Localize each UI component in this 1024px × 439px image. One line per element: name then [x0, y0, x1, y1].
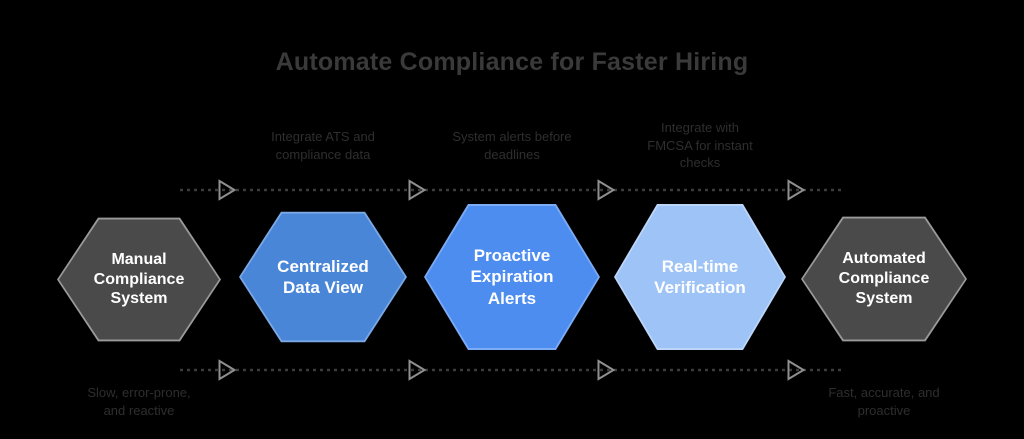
flow-rail-top — [0, 178, 1024, 202]
caption-fast-accurate: Fast, accurate, and proactive — [828, 385, 940, 418]
hexagon-proactive-expiration-alerts[interactable]: Proactive Expiration Alerts — [426, 205, 598, 349]
flow-rail-bottom — [0, 358, 1024, 382]
hexagon-label: Automated Compliance System — [838, 250, 930, 307]
caption-integrate-ats: Integrate ATS and compliance data — [271, 129, 375, 162]
flow-rail-svg — [180, 179, 845, 201]
arrowhead-icon — [408, 179, 427, 201]
arrowhead-icon — [787, 359, 806, 381]
flow-rail-svg — [180, 359, 845, 381]
hexagon-automated-compliance-system[interactable]: Automated Compliance System — [803, 218, 965, 340]
caption-system-alerts: System alerts before deadlines — [452, 129, 572, 162]
hexagon-manual-compliance-system[interactable]: Manual Compliance System — [59, 219, 219, 340]
arrowhead-icon — [218, 179, 237, 201]
hexagon-label: Centralized Data View — [277, 256, 369, 297]
hexagon-label: Proactive Expiration Alerts — [470, 246, 554, 308]
hexagon-label: Manual Compliance System — [93, 250, 185, 308]
hexagon-real-time-verification[interactable]: Real-time Verification — [616, 205, 784, 349]
arrowhead-icon — [787, 179, 806, 201]
hexagon-centralized-data-view[interactable]: Centralized Data View — [241, 213, 405, 341]
arrowhead-icon — [597, 179, 616, 201]
page-title: Automate Compliance for Faster Hiring — [275, 48, 749, 76]
caption-slow-error-prone: Slow, error-prone, and reactive — [87, 385, 191, 418]
caption-integrate-fmcsa: Integrate with FMCSA for instant checks — [647, 120, 753, 171]
arrowhead-icon — [218, 359, 237, 381]
arrowhead-icon — [597, 359, 616, 381]
hexagon-label: Real-time Verification — [654, 256, 746, 297]
arrowhead-icon — [408, 359, 427, 381]
